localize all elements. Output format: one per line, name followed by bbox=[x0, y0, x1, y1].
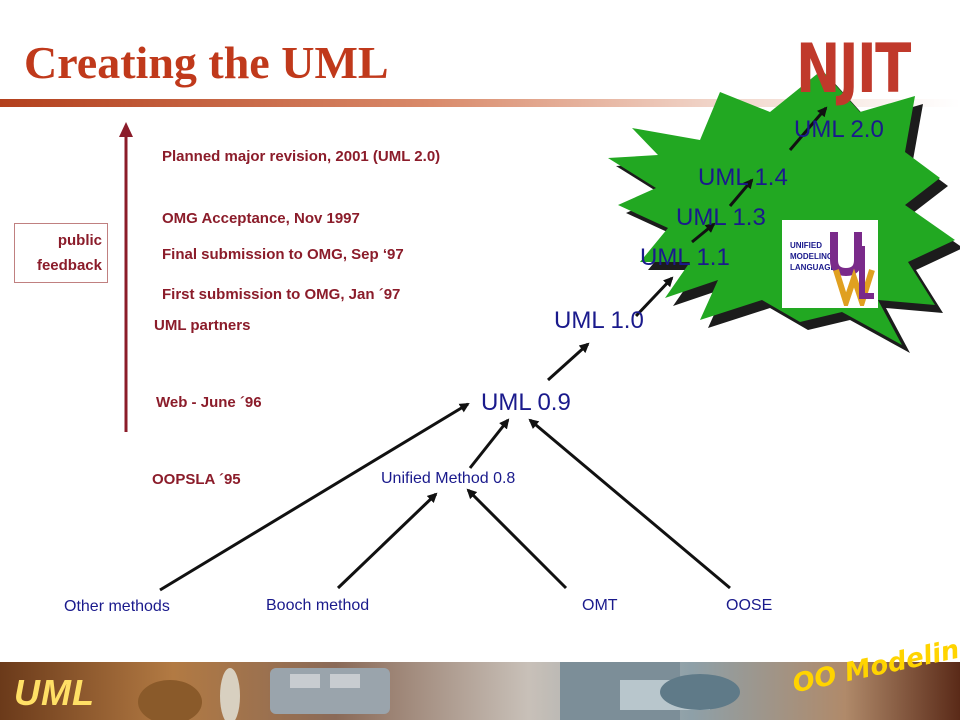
footer-photo-collage bbox=[138, 662, 740, 720]
feedback-line-2: feedback bbox=[36, 257, 102, 274]
node-uml-1-0: UML 1.0 bbox=[554, 307, 644, 334]
uml-logo-letters bbox=[830, 232, 875, 306]
uml-logo-text: UNIFIED MODELING LANGUAGE bbox=[790, 240, 836, 273]
title-underline bbox=[0, 99, 960, 107]
event-omg-acceptance: OMG Acceptance, Nov 1997 bbox=[162, 210, 360, 227]
node-booch-method: Booch method bbox=[266, 597, 370, 614]
logo-line-modeling: MODELING bbox=[790, 252, 834, 261]
public-feedback-box bbox=[14, 223, 108, 283]
feedback-line-1: public bbox=[57, 232, 102, 249]
event-first-submission: First submission to OMG, Jan ´97 bbox=[162, 286, 401, 303]
event-oopsla-95: OOPSLA ´95 bbox=[152, 471, 241, 488]
node-uml-1-3: UML 1.3 bbox=[676, 204, 766, 231]
node-uml-1-1: UML 1.1 bbox=[640, 244, 730, 271]
node-other-methods: Other methods bbox=[64, 598, 170, 615]
event-web-june-96: Web - June ´96 bbox=[156, 394, 262, 411]
public-feedback-label: public feedback bbox=[14, 228, 102, 278]
slide-title: Creating the UML bbox=[24, 37, 389, 88]
logo-line-unified: UNIFIED bbox=[790, 241, 822, 250]
node-omt: OMT bbox=[582, 597, 618, 614]
event-planned-revision: Planned major revision, 2001 (UML 2.0) bbox=[162, 148, 441, 165]
event-final-submission: Final submission to OMG, Sep ‘97 bbox=[162, 246, 404, 263]
footer-image-band bbox=[0, 662, 960, 720]
njit-logo: NJIT bbox=[796, 30, 911, 109]
node-uml-1-4: UML 1.4 bbox=[698, 164, 788, 191]
node-uml-0-9: UML 0.9 bbox=[481, 389, 571, 416]
node-uml-2-0: UML 2.0 bbox=[794, 116, 884, 143]
node-unified-method: Unified Method 0.8 bbox=[381, 470, 516, 487]
footer-uml-label: UML bbox=[14, 672, 95, 713]
node-oose: OOSE bbox=[726, 597, 773, 614]
logo-line-language: LANGUAGE bbox=[790, 263, 836, 272]
event-uml-partners: UML partners bbox=[154, 317, 251, 334]
